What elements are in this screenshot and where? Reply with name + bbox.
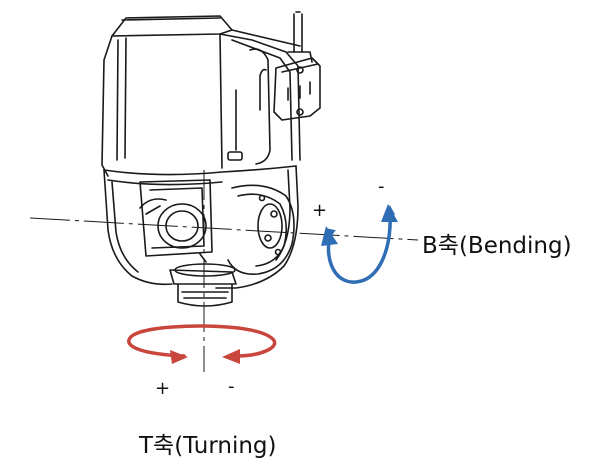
turning-rotation-arrow: [127, 324, 277, 364]
bending-axis-line: [29, 217, 419, 241]
turning-axis-label: T축(Turning): [139, 433, 277, 459]
turning-plus-sign: +: [155, 378, 171, 399]
bending-rotation-arrow: [321, 204, 398, 284]
bending-minus-sign: -: [378, 176, 385, 197]
bending-plus-sign: +: [312, 200, 328, 221]
bending-axis-label: B축(Bending): [422, 233, 572, 259]
turning-minus-sign: -: [228, 376, 235, 397]
axis-lines: [29, 170, 419, 372]
robot-wrist-drawing: [101, 11, 321, 307]
